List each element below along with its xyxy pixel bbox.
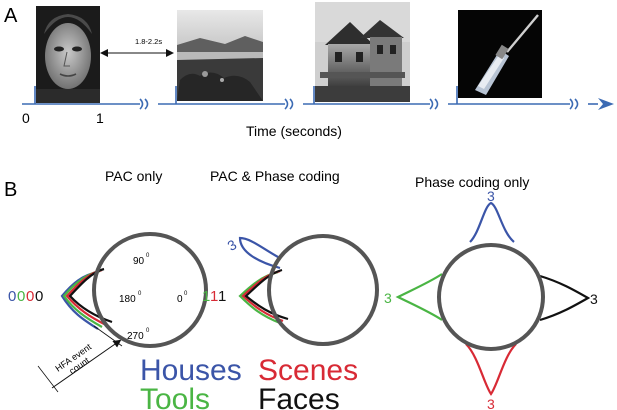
angle-90-deg: 0 — [146, 253, 150, 259]
pac-only-circle — [92, 232, 208, 348]
tool-photo — [458, 10, 542, 98]
phase-count-right: 3 — [590, 291, 598, 307]
phase-count-top: 3 — [487, 188, 495, 204]
legend-houses: Houses — [140, 354, 242, 387]
angle-90: 90 — [133, 256, 145, 267]
phase-only-plot — [395, 201, 591, 396]
panel-b-label: B — [4, 179, 17, 201]
phase-only-bump-black — [539, 274, 591, 322]
pac-only-bump-black — [68, 267, 113, 324]
hfa-axis-arrow — [51, 339, 122, 389]
pac-phase-bump-black — [244, 268, 289, 321]
phase-only-bump-blue — [469, 201, 515, 243]
phase-only-circle — [437, 243, 545, 351]
face-photo — [36, 6, 100, 103]
angle-0-deg: 0 — [184, 291, 188, 297]
pac-phase-circle — [267, 234, 379, 346]
angle-270: 270 — [127, 331, 144, 342]
phase-only-bump-green — [395, 273, 443, 321]
timeline — [22, 86, 598, 110]
pac-phase-bump-blue — [238, 236, 281, 270]
pac-only-plot — [60, 232, 208, 348]
isi-label: 1.8-2.2s — [135, 37, 162, 46]
timeline-arrowhead — [598, 98, 614, 110]
hfa-axis-guide-2 — [37, 365, 59, 393]
tick-label-0: 0 — [22, 110, 30, 126]
tick-label-1: 1 — [96, 110, 104, 126]
title-pac-only: PAC only — [105, 168, 162, 184]
pac-count-black: 0 — [35, 288, 43, 305]
pac-phase-count-black: 1 — [218, 288, 226, 305]
legend-scenes: Scenes — [258, 354, 358, 387]
angle-180: 180 — [119, 294, 136, 305]
pac-count-green: 0 — [17, 288, 25, 305]
title-pac-phase: PAC & Phase coding — [210, 168, 340, 184]
time-axis-label: Time (seconds) — [246, 123, 342, 139]
pac-phase-plot — [238, 234, 379, 346]
pac-count-red: 0 — [26, 288, 34, 305]
legend: Houses Scenes Tools Faces — [140, 354, 358, 410]
pac-phase-count-red: 1 — [210, 288, 218, 305]
angle-180-deg: 0 — [138, 291, 142, 297]
panel-a-label: A — [4, 5, 18, 27]
hfa-axis-guide-1 — [93, 325, 123, 347]
scene-photo — [177, 10, 263, 101]
legend-faces: Faces — [258, 383, 340, 410]
angle-0: 0 — [177, 294, 183, 305]
phase-count-left: 3 — [384, 290, 392, 306]
title-phase-only: Phase coding only — [415, 174, 529, 190]
pac-phase-top-count: 3 — [225, 236, 240, 254]
legend-tools: Tools — [140, 383, 210, 410]
angle-270-deg: 0 — [146, 328, 150, 334]
phase-count-bottom: 3 — [487, 396, 495, 410]
phase-only-bump-red — [465, 343, 517, 396]
pac-phase-count-green: 1 — [202, 288, 210, 305]
house-photo — [315, 2, 410, 102]
pac-count-blue: 0 — [8, 288, 16, 305]
